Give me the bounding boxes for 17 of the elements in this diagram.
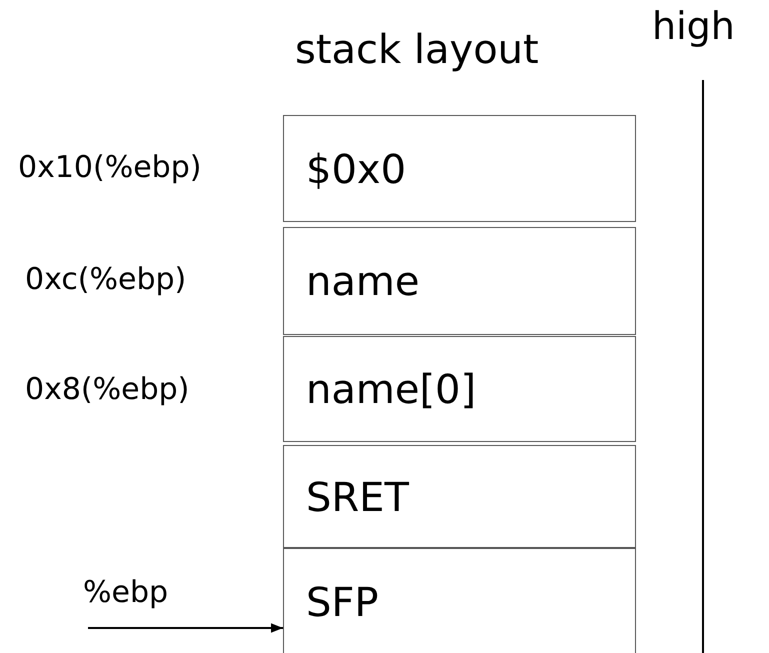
arrow xyxy=(88,623,283,633)
cell-text: name xyxy=(306,258,420,306)
cell-text: name[0] xyxy=(306,366,476,414)
pointer-label: %ebp xyxy=(83,575,168,611)
diagram-title: stack layout xyxy=(295,26,539,74)
offset-label: 0xc(%ebp) xyxy=(25,262,186,298)
stack-cell xyxy=(283,445,636,548)
offset-label: 0x8(%ebp) xyxy=(25,372,190,408)
cell-text: $0x0 xyxy=(306,146,406,194)
offset-label: 0x10(%ebp) xyxy=(18,150,202,186)
stack-cell xyxy=(283,227,636,335)
stack-cell xyxy=(283,115,636,222)
cell-text: SRET xyxy=(306,474,409,522)
axis-label: high xyxy=(652,4,735,48)
stack-cell xyxy=(283,336,636,442)
stack-cell xyxy=(283,548,636,653)
cell-text: SFP xyxy=(306,578,379,626)
